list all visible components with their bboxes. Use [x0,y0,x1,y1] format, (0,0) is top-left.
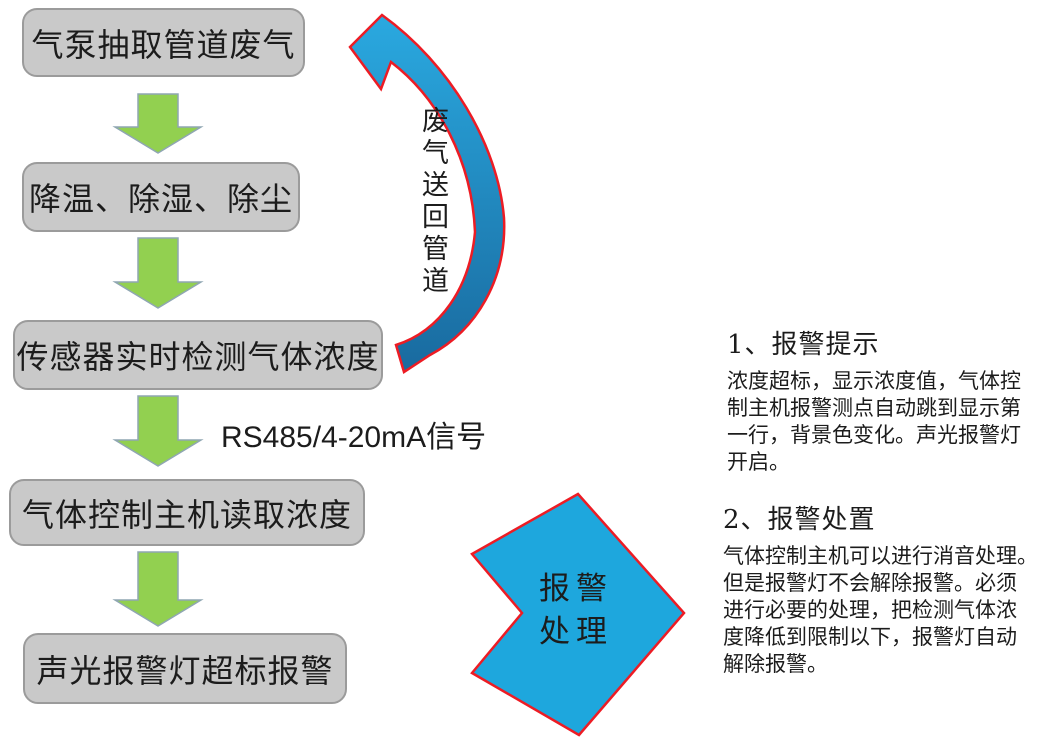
flow-step-box-4: 气体控制主机读取浓度 [9,479,365,546]
note-alarm-handling: 2、报警处置 气体控制主机可以进行消音处理。 但是报警灯不会解除报警。必须 进行… [723,499,1045,678]
alarm-arrow-label-line1: 报警 [539,571,613,607]
flow-step-box-3: 传感器实时检测气体浓度 [13,320,383,390]
flow-step-box-5: 声光报警灯超标报警 [23,633,347,704]
signal-type-label: RS485/4-20mA信号 [221,421,487,454]
alarm-arrow-label-line2: 处理 [539,614,613,650]
alarm-arrow-icon [470,492,686,737]
flow-step-label: 气泵抽取管道废气 [31,25,296,64]
note-body: 浓度超标，显示浓度值，气体控 制主机报警测点自动跳到显示第 一行，背景色变化。声… [727,369,1021,474]
alarm-arrow-label: 报警 处理 [506,568,646,654]
note-title: 2、报警处置 [723,505,876,535]
return-arrow-label: 废气送回管道 [417,106,448,298]
flow-step-label: 气体控制主机读取浓度 [21,495,352,534]
flow-step-box-2: 降温、除湿、除尘 [22,162,300,232]
note-body: 气体控制主机可以进行消音处理。 但是报警灯不会解除报警。必须 进行必要的处理，把… [723,544,1038,676]
note-alarm-prompt: 1、报警提示 浓度超标，显示浓度值，气体控 制主机报警测点自动跳到显示第 一行，… [727,324,1045,476]
flow-step-label: 降温、除湿、除尘 [28,180,293,218]
flow-down-arrow-icon [112,551,204,627]
flow-down-arrow-icon [112,395,204,467]
flow-down-arrow-icon [112,237,204,309]
flow-step-box-1: 气泵抽取管道废气 [22,8,305,77]
flow-step-label: 传感器实时检测气体浓度 [16,338,380,376]
flow-down-arrow-icon [112,93,204,154]
note-title: 1、报警提示 [727,330,880,360]
flow-step-label: 声光报警灯超标报警 [36,651,334,690]
return-arrow-icon [348,13,506,374]
